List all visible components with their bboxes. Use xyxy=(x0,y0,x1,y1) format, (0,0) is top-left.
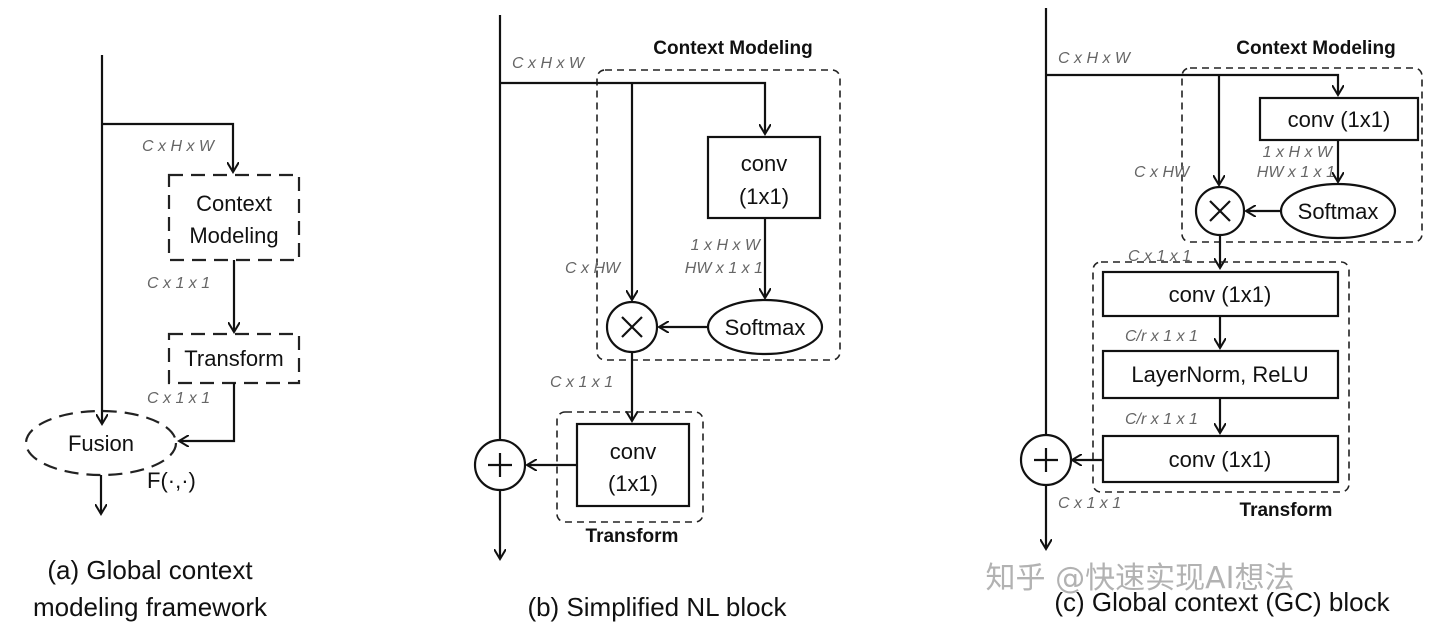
dims-label: C x 1 x 1 xyxy=(550,374,613,391)
transform-title: Transform xyxy=(586,526,679,547)
context-modeling-label: Context xyxy=(196,191,272,216)
context-modeling-label: Modeling xyxy=(189,223,278,248)
dims-label: C x HW xyxy=(565,260,622,277)
dims-label: 1 x H x W xyxy=(1263,144,1334,161)
dims-label: C x H x W xyxy=(1058,50,1132,67)
caption: modeling framework xyxy=(33,592,268,622)
watermark: 知乎 @快速实现AI想法 xyxy=(986,561,1295,596)
arrow xyxy=(179,383,236,441)
add-icon xyxy=(488,453,512,477)
dims-label: C x 1 x 1 xyxy=(1128,248,1191,265)
context-modeling-box xyxy=(596,69,841,361)
transform-box xyxy=(1092,261,1350,493)
context-modeling-title: Context Modeling xyxy=(1236,38,1395,59)
transform-box xyxy=(556,411,704,523)
dims-label: C/r x 1 x 1 xyxy=(1125,328,1198,345)
panel-b: Context Modeling C x H x W conv (1x1) 1 … xyxy=(473,15,841,622)
caption: (a) Global context xyxy=(47,555,253,585)
conv-box xyxy=(1101,434,1340,484)
fusion-ellipse xyxy=(24,409,178,477)
dims-label: HW x 1 x 1 xyxy=(685,260,763,277)
branch-arrow xyxy=(1046,73,1338,95)
layernorm-relu-label: LayerNorm, ReLU xyxy=(1131,362,1308,387)
softmax-label: Softmax xyxy=(725,315,806,340)
multiply-icon xyxy=(621,316,643,338)
caption: (c) Global context (GC) block xyxy=(1054,587,1390,617)
dims-label: C x H x W xyxy=(142,138,216,155)
dims-label: 1 x H x W xyxy=(691,237,762,254)
conv-box xyxy=(1101,270,1340,318)
context-modeling-box xyxy=(1181,67,1423,243)
transform-label: Transform xyxy=(184,346,283,371)
conv-label: conv xyxy=(610,439,656,464)
branch-arrow xyxy=(500,81,765,134)
panel-c: Context Modeling C x H x W conv (1x1) 1 … xyxy=(1019,8,1423,617)
add-icon xyxy=(1034,448,1058,472)
dims-label: C x HW xyxy=(1134,164,1191,181)
conv-label: conv xyxy=(741,151,787,176)
dims-label: C x 1 x 1 xyxy=(147,390,210,407)
conv-box xyxy=(706,135,822,220)
context-modeling-box xyxy=(167,173,301,262)
dims-label: C/r x 1 x 1 xyxy=(1125,411,1198,428)
context-modeling-title: Context Modeling xyxy=(653,38,812,59)
dims-label: HW x 1 x 1 xyxy=(1257,164,1335,181)
conv-label: conv (1x1) xyxy=(1169,447,1272,472)
conv-label: conv (1x1) xyxy=(1169,282,1272,307)
conv-label: conv (1x1) xyxy=(1288,107,1391,132)
softmax-label: Softmax xyxy=(1298,199,1379,224)
layernorm-relu-box xyxy=(1101,349,1340,400)
conv-label: (1x1) xyxy=(608,471,658,496)
fusion-label: Fusion xyxy=(68,431,134,456)
dims-label: C x 1 x 1 xyxy=(1058,495,1121,512)
panel-a: C x H x W Context Modeling C x 1 x 1 Tra… xyxy=(24,55,301,622)
transform-title: Transform xyxy=(1240,500,1333,521)
caption: (b) Simplified NL block xyxy=(527,592,787,622)
conv-label: (1x1) xyxy=(739,184,789,209)
branch-arrow xyxy=(102,122,233,172)
multiply-icon xyxy=(1209,200,1231,222)
dims-label: C x 1 x 1 xyxy=(147,275,210,292)
fusion-function: F(·,·) xyxy=(147,468,196,493)
dims-label: C x H x W xyxy=(512,55,586,72)
